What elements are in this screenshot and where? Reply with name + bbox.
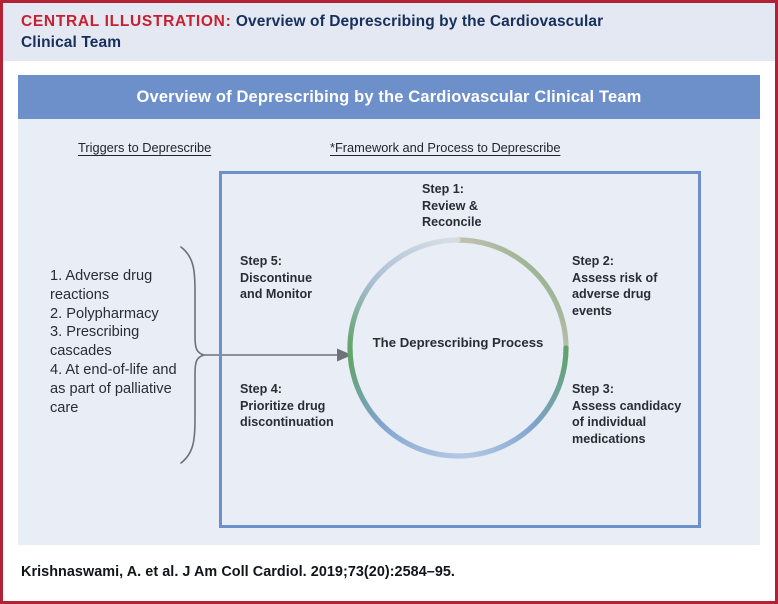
caption-framework-and-process: *Framework and Process to Deprescribe <box>330 140 561 155</box>
citation-text: Krishnaswami, A. et al. J Am Coll Cardio… <box>21 564 455 580</box>
step-1-line-2: Reconcile <box>422 215 482 230</box>
trigger-item: 4. At end-of-life and as part of palliat… <box>50 362 177 416</box>
central-illustration-header: CENTRAL ILLUSTRATION: Overview of Depres… <box>3 3 775 61</box>
step-2-line-2: adverse drug <box>572 287 652 302</box>
step-3-line-1: Assess candidacy <box>572 398 682 413</box>
caption-triggers-to-deprescribe: Triggers to Deprescribe <box>78 140 212 155</box>
deprescribing-process-circle: The Deprescribing Process <box>342 235 574 461</box>
header-title-part-1: Overview of Deprescribing by the Cardiov… <box>235 13 604 30</box>
step-5-title: Step 5: <box>240 254 282 268</box>
trigger-item: 1. Adverse drug reactions <box>50 268 153 303</box>
process-circle-ring <box>347 237 569 459</box>
step-4-label: Step 4: Prioritize drug discontinuation <box>240 381 372 431</box>
step-1-line-1: Review & <box>422 198 478 213</box>
step-4-line-2: discontinuation <box>240 415 334 430</box>
illustration-panel: Overview of Deprescribing by the Cardiov… <box>18 75 760 545</box>
step-5-line-2: and Monitor <box>240 287 313 302</box>
trigger-item: 3. Prescribing cascades <box>50 324 140 360</box>
trigger-item: 2. Polypharmacy <box>50 305 159 322</box>
step-3-line-2: of individual <box>572 415 647 430</box>
circle-center-label: The Deprescribing Process <box>372 335 544 350</box>
panel-title-bar: Overview of Deprescribing by the Cardiov… <box>18 75 760 119</box>
step-3-label: Step 3: Assess candidacy of individual m… <box>572 381 708 448</box>
step-4-title: Step 4: <box>240 382 282 396</box>
step-4-line-1: Prioritize drug <box>240 398 326 413</box>
header-eyebrow: CENTRAL ILLUSTRATION: <box>21 13 232 30</box>
framework-box <box>219 171 701 528</box>
header-line-1: CENTRAL ILLUSTRATION: Overview of Depres… <box>21 12 757 33</box>
step-5-label: Step 5: Discontinue and Monitor <box>240 253 360 303</box>
step-2-label: Step 2: Assess risk of adverse drug even… <box>572 253 704 320</box>
panel-title: Overview of Deprescribing by the Cardiov… <box>136 87 642 106</box>
step-2-line-3: events <box>572 304 612 319</box>
step-3-line-3: medications <box>572 432 646 447</box>
triggers-list: 1. Adverse drug reactions 2. Polypharmac… <box>50 267 190 418</box>
step-5-line-1: Discontinue <box>240 270 313 285</box>
step-2-title: Step 2: <box>572 254 614 268</box>
step-3-title: Step 3: <box>572 382 614 396</box>
step-2-line-1: Assess risk of <box>572 270 658 285</box>
step-1-label: Step 1: Review & Reconcile <box>422 181 542 231</box>
header-title-part-2: Clinical Team <box>21 33 122 51</box>
step-1-title: Step 1: <box>422 182 464 196</box>
